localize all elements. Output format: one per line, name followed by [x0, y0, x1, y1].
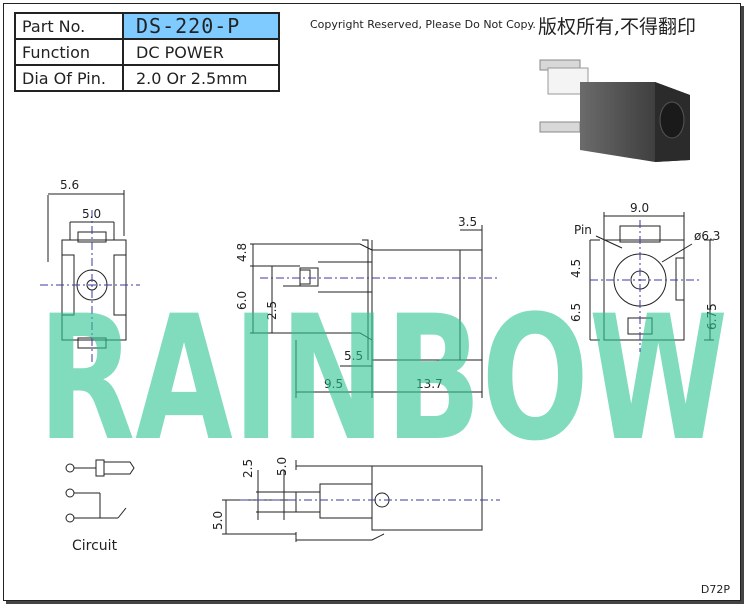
drawing-frame: [3, 3, 741, 601]
dim-top-55: 5.5: [344, 349, 363, 363]
spec-table: Part No. DS-220-P Function DC POWER Dia …: [14, 12, 280, 92]
product-photo: [539, 59, 690, 162]
part-number-value: DS-220-P: [122, 12, 280, 40]
dim-top-60: 6.0: [235, 291, 249, 310]
dim-top-48: 4.8: [235, 243, 249, 262]
dim-front-65: 6.5: [569, 303, 583, 322]
function-value: DC POWER: [122, 38, 280, 66]
rainbow-watermark: RAINBOW: [38, 278, 728, 479]
dim-top-25: 2.5: [265, 301, 279, 320]
dim-bottom-50b: 5.0: [211, 511, 225, 530]
dim-side-50: 5.0: [82, 207, 101, 221]
dim-top-95: 9.5: [324, 377, 343, 391]
side-centerlines: [40, 210, 140, 365]
drawing-code: D72P: [700, 583, 730, 596]
top-view: [250, 225, 483, 398]
spec-row: Function DC POWER: [14, 38, 280, 66]
side-view: [47, 190, 127, 349]
dim-top-137: 13.7: [416, 377, 443, 391]
dim-front-675: 6.75: [705, 303, 719, 330]
dim-front-pin: Pin: [574, 223, 592, 237]
dim-bottom-50a: 5.0: [275, 457, 289, 476]
spec-label: Part No.: [14, 12, 124, 40]
dim-side-56: 5.6: [60, 178, 79, 192]
pin-diameter-value: 2.0 Or 2.5mm: [122, 64, 280, 92]
copyright-notice-cn: 版权所有,不得翻印: [538, 16, 697, 38]
copyright-notice: Copyright Reserved, Please Do Not Copy.: [310, 18, 536, 31]
spec-row: Dia Of Pin. 2.0 Or 2.5mm: [14, 64, 280, 92]
circuit-label: Circuit: [72, 538, 118, 554]
dim-top-35: 3.5: [458, 215, 477, 229]
dim-front-45: 4.5: [569, 259, 583, 278]
spec-label: Function: [14, 38, 124, 66]
circuit-symbol: [65, 459, 135, 523]
spec-row: Part No. DS-220-P: [14, 12, 280, 40]
spec-label: Dia Of Pin.: [14, 64, 124, 92]
dim-bottom-25: 2.5: [241, 459, 255, 478]
dim-front-dia: ø6.3: [694, 229, 720, 243]
front-centerlines: [590, 220, 700, 352]
dim-front-90: 9.0: [630, 201, 649, 215]
bottom-view: [222, 460, 483, 542]
